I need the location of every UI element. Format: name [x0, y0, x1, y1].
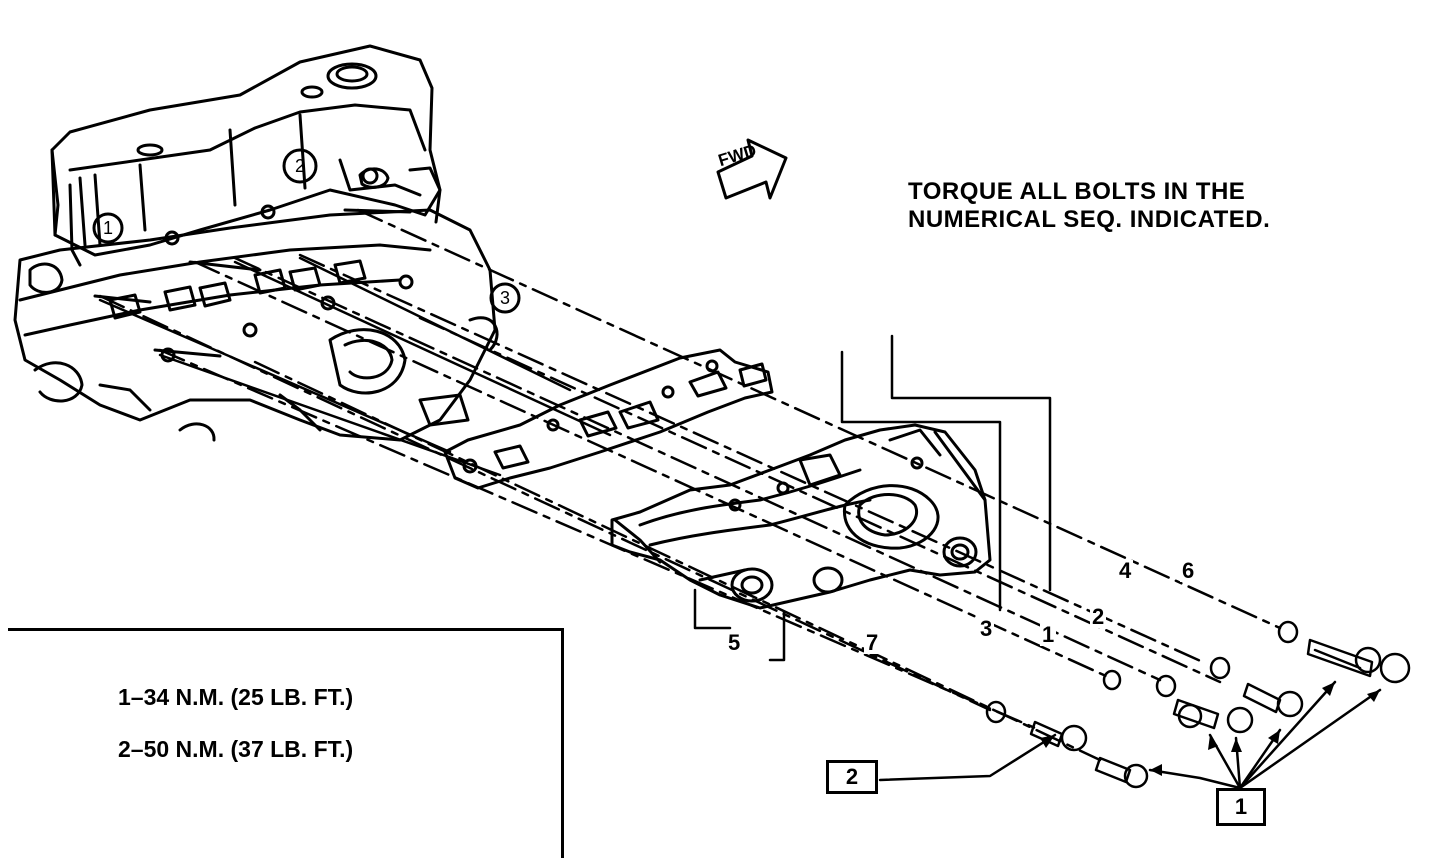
sequence-number-4: 4 — [1117, 558, 1134, 583]
callout-arrows — [878, 680, 1382, 790]
cylinder-label-1: 1 — [102, 218, 113, 238]
sequence-number-1: 1 — [1040, 622, 1057, 647]
sequence-number-3: 3 — [978, 616, 995, 641]
torque-instruction-note: TORQUE ALL BOLTS IN THE NUMERICAL SEQ. I… — [908, 178, 1270, 234]
callout-box-2: 2 — [826, 760, 878, 794]
engine-block-drawing — [13, 44, 521, 442]
bolt-alignment-lines — [98, 208, 1282, 762]
manifold-gasket-drawing — [443, 348, 774, 490]
torque-spec-1: 1–34 N.M. (25 LB. FT.) — [118, 684, 354, 710]
sequence-number-6: 6 — [1180, 558, 1197, 583]
sequence-number-5: 5 — [726, 630, 743, 655]
note-line-2: NUMERICAL SEQ. INDICATED. — [908, 206, 1271, 233]
forward-arrow-icon — [716, 138, 788, 200]
exhaust-manifold-drawing — [610, 423, 992, 610]
torque-spec-box — [8, 628, 564, 858]
sequence-number-7: 7 — [864, 630, 881, 655]
sequence-number-2: 2 — [1090, 604, 1107, 629]
note-line-1: TORQUE ALL BOLTS IN THE — [908, 178, 1246, 205]
sequence-leaders — [693, 334, 1052, 662]
cylinder-label-2: 2 — [294, 156, 305, 176]
callout-box-1: 1 — [1216, 788, 1266, 826]
torque-spec-2: 2–50 N.M. (37 LB. FT.) — [118, 736, 354, 762]
cylinder-label-3: 3 — [499, 288, 510, 308]
bolts-and-washers-drawing — [985, 620, 1411, 789]
arrowheads — [1040, 682, 1380, 776]
